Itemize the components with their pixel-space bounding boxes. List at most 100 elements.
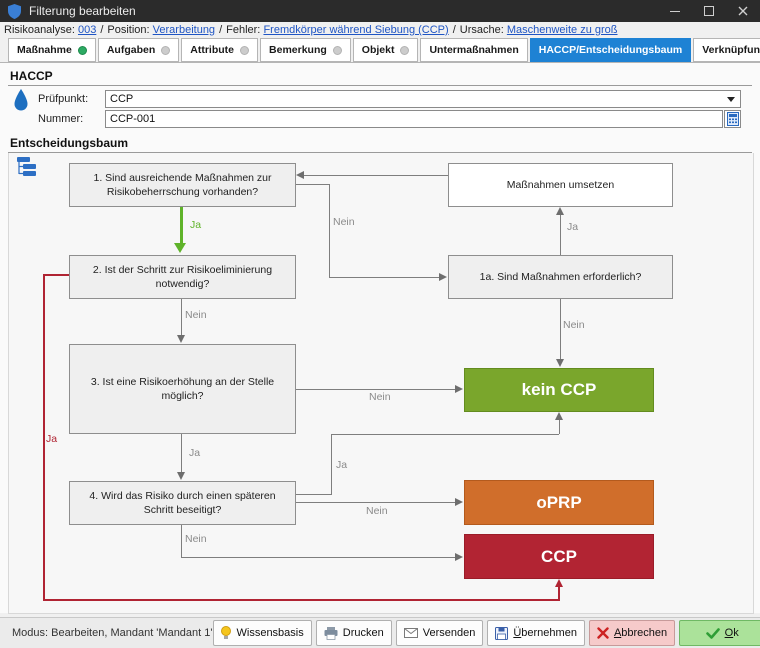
tree-node-q3[interactable]: 3. Ist eine Risikoerhöhung an der Stelle… — [69, 344, 296, 434]
green-check-icon — [705, 627, 720, 639]
tab-massnahme[interactable]: Maßnahme — [8, 38, 96, 62]
tree-node-q4[interactable]: 4. Wird das Risiko durch einen späteren … — [69, 481, 296, 525]
tab-untermassnahmen[interactable]: Untermaßnahmen — [420, 38, 528, 62]
red-x-icon — [597, 627, 609, 639]
breadcrumb-label: Risikoanalyse: — [4, 24, 75, 36]
tree-result-kein-ccp[interactable]: kein CCP — [464, 368, 654, 412]
tree-node-q1a[interactable]: 1a. Sind Maßnahmen erforderlich? — [448, 255, 673, 299]
edge-label-nein: Nein — [185, 533, 207, 545]
edge-label-nein: Nein — [369, 391, 391, 403]
title-bar: Filterung bearbeiten — [0, 0, 760, 22]
edge-label-ja: Ja — [190, 219, 202, 231]
water-drop-icon — [13, 89, 29, 117]
abbrechen-button[interactable]: Abbrechen — [588, 620, 676, 646]
section-title-haccp: HACCP — [10, 69, 53, 83]
edge-q2-ja-red-line — [43, 274, 45, 601]
tab-verknuepfungen[interactable]: Verknüpfungen — [693, 38, 760, 62]
tree-node-massnahmen-umsetzen[interactable]: Maßnahmen umsetzen — [448, 163, 673, 207]
edge-label-ja: Ja — [567, 221, 579, 233]
floppy-disk-icon — [495, 626, 509, 640]
mode-status-text: Modus: Bearbeiten, Mandant 'Mandant 1' — [12, 627, 213, 639]
edge-q2-ja-red-line — [558, 587, 560, 601]
tree-node-q2[interactable]: 2. Ist der Schritt zur Risikoeliminierun… — [69, 255, 296, 299]
status-dot-gray — [400, 45, 410, 55]
ok-button[interactable]: Ok — [679, 620, 760, 646]
lightbulb-icon — [220, 626, 232, 640]
edge-q2-ja-red-line — [43, 274, 69, 276]
edge-q4-ja-line — [296, 494, 332, 495]
status-bar: Modus: Bearbeiten, Mandant 'Mandant 1' W… — [0, 617, 760, 648]
chevron-down-icon — [727, 97, 735, 102]
section-divider — [8, 152, 752, 153]
maximize-button[interactable] — [692, 0, 726, 22]
edge-q4-nein-oprp-arrow — [455, 498, 463, 506]
envelope-icon — [403, 628, 418, 638]
tab-haccp-entscheidungsbaum[interactable]: HACCP/Entscheidungsbaum — [529, 38, 692, 62]
close-button[interactable] — [726, 0, 760, 22]
tab-objekt[interactable]: Objekt — [352, 38, 419, 62]
hierarchy-icon — [14, 157, 38, 183]
edge-q1-nein-line — [296, 184, 329, 185]
edge-q4-nein-ccp-line — [181, 557, 455, 558]
pruefpunkt-label: Prüfpunkt: — [38, 93, 89, 105]
tab-aufgaben[interactable]: Aufgaben — [97, 38, 180, 62]
edge-q4-ja-line — [331, 434, 559, 435]
close-icon — [738, 6, 748, 16]
breadcrumb-link-ursache[interactable]: Maschenweite zu groß — [506, 24, 618, 36]
edge-q3-nein-line — [296, 389, 455, 390]
edge-q1-nein-line — [329, 184, 330, 277]
edge-label-ja: Ja — [336, 459, 348, 471]
edge-q2-ja-red-arrow — [555, 579, 563, 587]
pruefpunkt-combobox[interactable]: CCP — [105, 90, 741, 108]
breadcrumb-link-risikoanalyse[interactable]: 003 — [77, 24, 97, 36]
section-divider — [8, 85, 752, 86]
number-generator-button[interactable] — [724, 110, 741, 128]
status-dot-gray — [332, 45, 342, 55]
button-row: Wissensbasis Drucken Versenden — [212, 620, 760, 646]
versenden-button[interactable]: Versenden — [395, 620, 484, 646]
nummer-input[interactable] — [105, 110, 723, 128]
breadcrumb-separator: / — [219, 24, 223, 36]
minimize-button[interactable] — [658, 0, 692, 22]
minimize-icon — [670, 10, 680, 12]
shield-icon — [8, 3, 21, 19]
edge-q1-nein-line — [329, 277, 439, 278]
maximize-icon — [704, 6, 714, 16]
edge-label-nein: Nein — [563, 319, 585, 331]
edge-label-ja: Ja — [46, 433, 58, 445]
edge-q2-ja-red-line — [43, 599, 560, 601]
edge-q1-ja-arrow — [174, 243, 186, 253]
edge-q1a-nein-arrow — [556, 359, 564, 367]
calculator-icon — [726, 112, 739, 126]
breadcrumb-label: Fehler: — [226, 24, 261, 36]
edge-q3-ja-line — [181, 434, 182, 472]
edge-q4-ja-line — [559, 420, 560, 434]
uebernehmen-button[interactable]: Übernehmen — [487, 620, 585, 646]
status-dot-gray — [240, 45, 250, 55]
tab-content: HACCP Prüfpunkt: CCP Nummer: Entscheidun… — [0, 62, 760, 614]
tree-node-q1[interactable]: 1. Sind ausreichende Maßnahmen zur Risik… — [69, 163, 296, 207]
window-title: Filterung bearbeiten — [29, 4, 136, 18]
section-title-entscheidungsbaum: Entscheidungsbaum — [10, 136, 129, 150]
tree-result-ccp[interactable]: CCP — [464, 534, 654, 579]
tree-result-oprp[interactable]: oPRP — [464, 480, 654, 525]
edge-q1-nein-arrow — [439, 273, 447, 281]
edge-q2-nein-arrow — [177, 335, 185, 343]
edge-q1a-ja-arrow — [556, 207, 564, 215]
window-controls — [658, 0, 760, 22]
breadcrumb-link-fehler[interactable]: Fremdkörper während Siebung (CCP) — [263, 24, 449, 36]
edge-label-nein: Nein — [366, 505, 388, 517]
drucken-button[interactable]: Drucken — [315, 620, 392, 646]
edge-q1a-nein-line — [560, 299, 561, 359]
edge-q4-ja-arrow — [555, 412, 563, 420]
wissensbasis-button[interactable]: Wissensbasis — [212, 620, 312, 646]
edge-q3-ja-arrow — [177, 472, 185, 480]
decision-tree-panel: 1. Sind ausreichende Maßnahmen zur Risik… — [8, 153, 754, 614]
tab-bemerkung[interactable]: Bemerkung — [260, 38, 351, 62]
edge-q1a-ja-line — [560, 215, 561, 255]
status-dot-green — [77, 45, 87, 55]
tab-attribute[interactable]: Attribute — [181, 38, 259, 62]
pruefpunkt-value: CCP — [110, 93, 134, 105]
breadcrumb-link-position[interactable]: Verarbeitung — [152, 24, 216, 36]
breadcrumb-separator: / — [100, 24, 104, 36]
